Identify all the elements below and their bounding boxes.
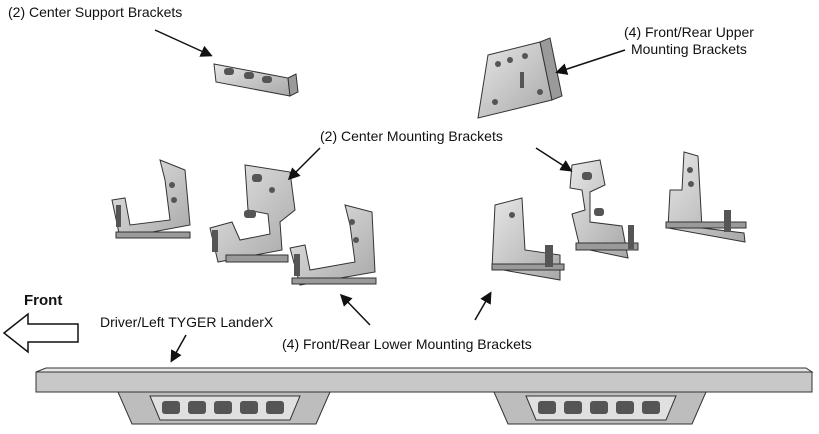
callout-arrow-center-support	[154, 29, 213, 57]
label-lower-mounting-brackets: (4) Front/Rear Lower Mounting Brackets	[282, 336, 532, 352]
step-slot	[616, 401, 634, 414]
label-upper-line2: Mounting Brackets	[630, 41, 747, 57]
step-slot	[564, 401, 582, 414]
front-direction-arrow	[2, 312, 79, 354]
center-mounting-bracket-left	[209, 164, 296, 263]
callout-arrow-lower-left	[339, 293, 371, 326]
step-slot	[188, 401, 206, 414]
step-slot	[240, 401, 258, 414]
label-center-mounting-brackets: (2) Center Mounting Brackets	[320, 128, 503, 144]
upper-mounting-bracket	[477, 37, 563, 119]
running-board	[35, 367, 814, 425]
lower-bracket-right-1	[491, 197, 565, 281]
lower-bracket-left-2	[289, 204, 377, 286]
step-slot	[590, 401, 608, 414]
step-slot	[214, 401, 232, 414]
lower-bracket-left-1	[111, 159, 191, 239]
callout-arrow-center-mounting-left	[287, 147, 321, 181]
step-slot	[266, 401, 284, 414]
step-slot	[162, 401, 180, 414]
label-driver-left-board: Driver/Left TYGER LanderX	[100, 314, 274, 330]
center-mounting-bracket-right	[569, 159, 639, 259]
callout-arrow-lower-right	[474, 291, 492, 321]
center-support-bracket	[213, 63, 299, 97]
step-slot	[642, 401, 660, 414]
callout-arrow-center-mounting-right	[535, 147, 573, 172]
label-upper-mounting-brackets: (4) Front/Rear Upper Mounting Brackets	[624, 24, 754, 58]
step-slots-left	[162, 401, 284, 414]
label-upper-line1: (4) Front/Rear Upper	[624, 24, 754, 40]
callout-arrow-driver-board	[170, 334, 187, 363]
step-slot	[538, 401, 556, 414]
label-center-support-brackets: (2) Center Support Brackets	[8, 4, 183, 20]
step-slots-right	[538, 401, 660, 414]
callout-arrow-upper	[555, 49, 626, 75]
label-front: Front	[24, 292, 63, 309]
lower-bracket-right-2	[665, 151, 747, 243]
